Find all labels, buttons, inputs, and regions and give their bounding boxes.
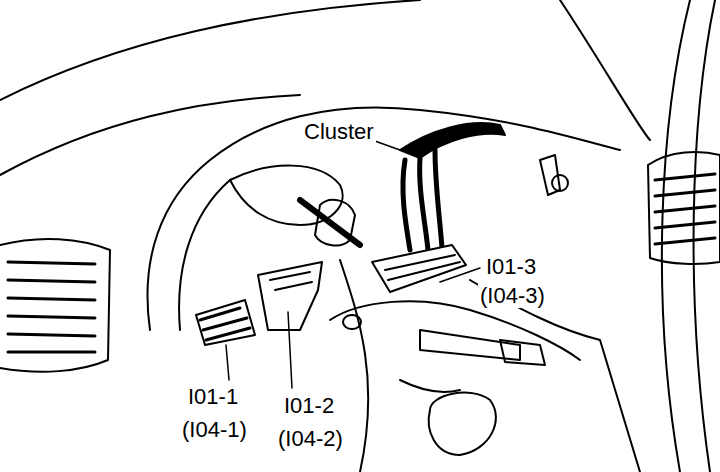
dash-top-right	[560, 0, 650, 140]
connector-label: I01-3	[484, 255, 538, 279]
wire-bundle-top	[400, 123, 505, 158]
leader-line	[372, 140, 400, 150]
lever-end	[500, 340, 545, 365]
column-housing-right	[470, 280, 640, 472]
lever	[420, 330, 520, 360]
left-vent-slats	[8, 262, 95, 352]
windshield-edge	[0, 0, 420, 100]
connector-i01-1	[196, 300, 255, 345]
knob-edge	[400, 380, 460, 392]
connector-i01-3	[372, 245, 466, 292]
part-name: Cluster	[302, 120, 376, 144]
connector-label: I01-1	[186, 385, 240, 409]
connector-i01-2-ribs	[270, 272, 312, 290]
door-pillar-inner	[694, 0, 715, 472]
door-pillar	[662, 0, 690, 472]
leader-line	[288, 312, 292, 388]
connector-i01-2	[258, 262, 322, 330]
connector-label: I01-2	[282, 394, 336, 418]
knob	[429, 393, 496, 455]
left-vent	[0, 239, 110, 372]
bracket-bolt	[552, 175, 568, 191]
leader-line	[226, 345, 229, 380]
right-vent	[648, 152, 720, 264]
connector-label: (I04-3)	[478, 284, 547, 308]
leader-line	[440, 268, 480, 282]
connector-label: (I04-2)	[276, 427, 345, 451]
connector-i01-1-pins	[200, 308, 250, 340]
dash-top	[0, 95, 300, 175]
bolt	[343, 315, 361, 329]
cluster-opening	[148, 107, 621, 330]
wire-bundle	[403, 150, 442, 250]
wire-harness	[300, 200, 360, 245]
right-vent-slats	[655, 174, 715, 244]
connector-i01-3-ribs	[385, 255, 460, 280]
connector-label: (I04-1)	[180, 418, 249, 442]
